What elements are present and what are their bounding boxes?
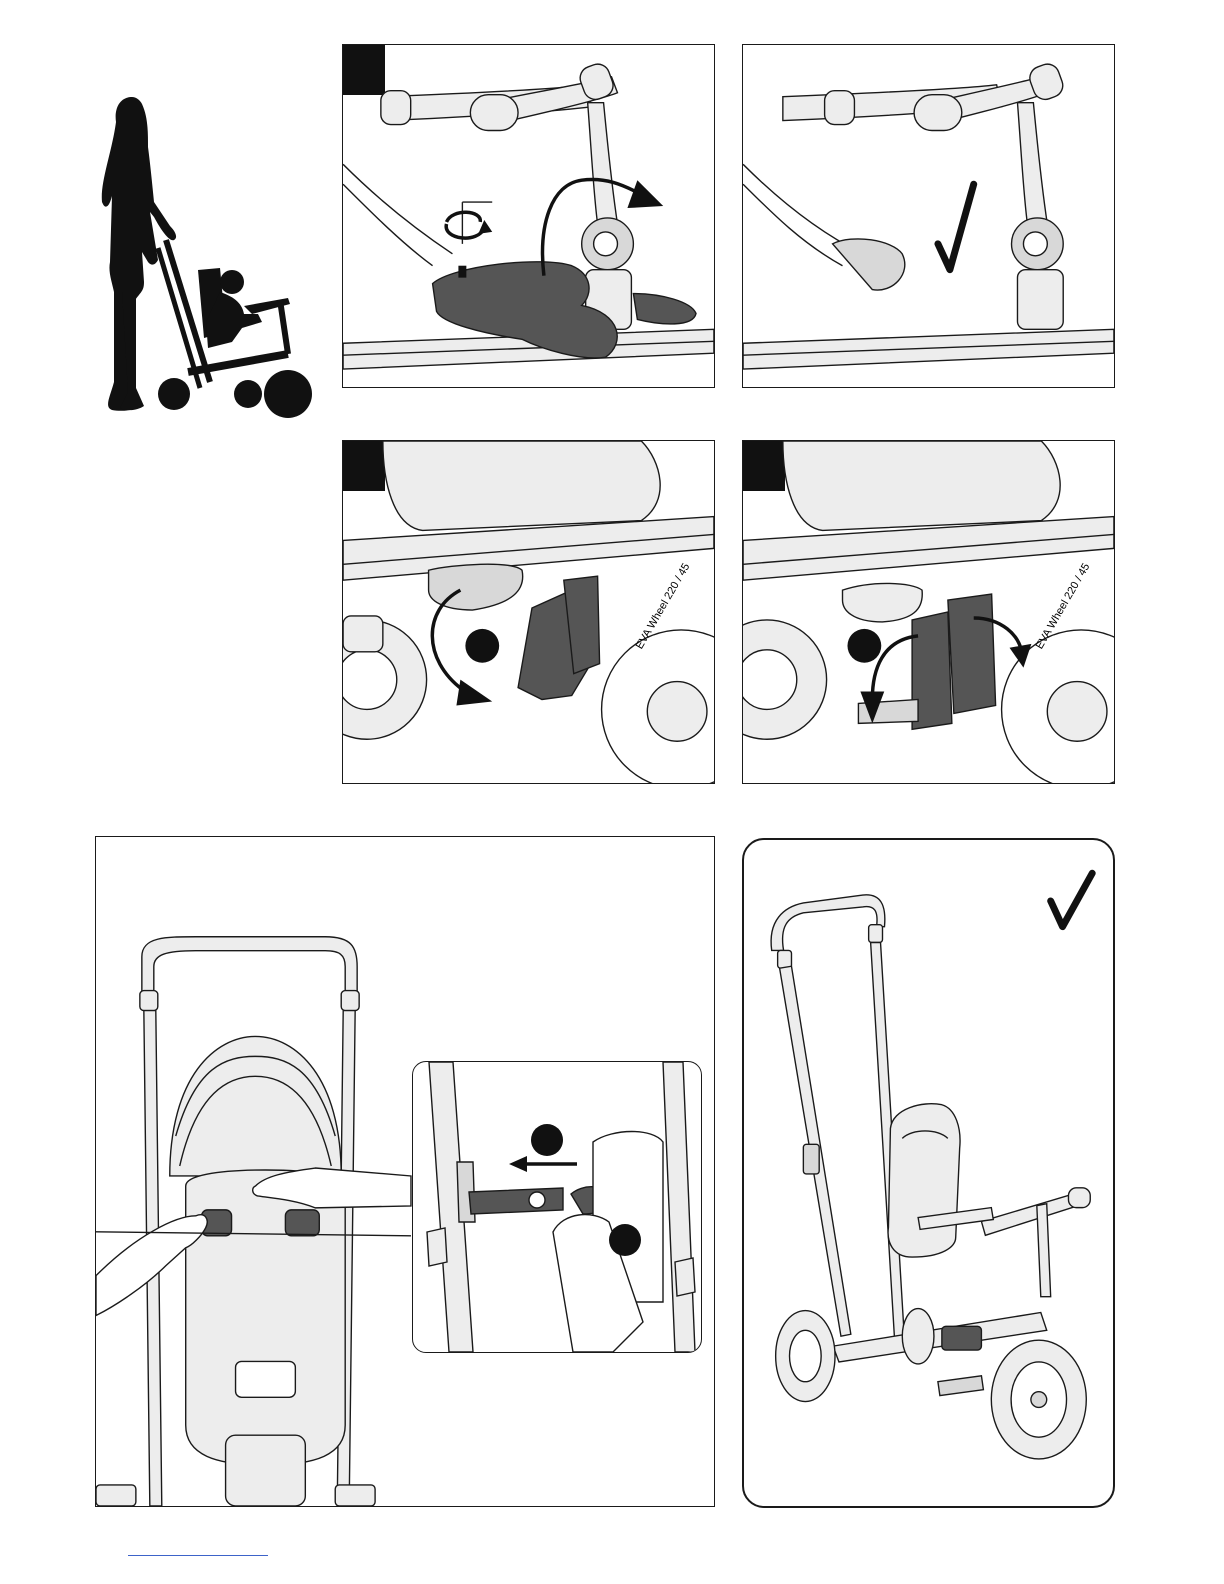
- silhouette-illustration: [92, 92, 318, 422]
- step-b-illustration: [743, 45, 1114, 387]
- step-e-panel: [95, 836, 715, 1507]
- footer-link-line[interactable]: [128, 1555, 268, 1556]
- detail-inset: [412, 1061, 702, 1353]
- inset-illustration: [413, 1062, 701, 1352]
- step-a-illustration: [343, 45, 714, 387]
- step-a-panel: [342, 44, 715, 388]
- step-b-panel: [742, 44, 1115, 388]
- step-c-illustration: EVA Wheel 220 / 45: [343, 441, 714, 783]
- step-f-illustration: [744, 840, 1113, 1506]
- check-icon: [1051, 873, 1093, 926]
- step-c-panel: EVA Wheel 220 / 45: [342, 440, 715, 784]
- adult-with-child-tricycle-silhouette-icon: [92, 92, 318, 422]
- step-dot: [847, 629, 881, 663]
- step-d-panel: EVA Wheel 220 / 45: [742, 440, 1115, 784]
- step-f-panel: [742, 838, 1115, 1508]
- check-icon: [938, 184, 974, 269]
- step-dot: [465, 629, 499, 663]
- step-dot: [531, 1124, 563, 1156]
- step-d-illustration: EVA Wheel 220 / 45: [743, 441, 1114, 783]
- step-dot: [609, 1224, 641, 1256]
